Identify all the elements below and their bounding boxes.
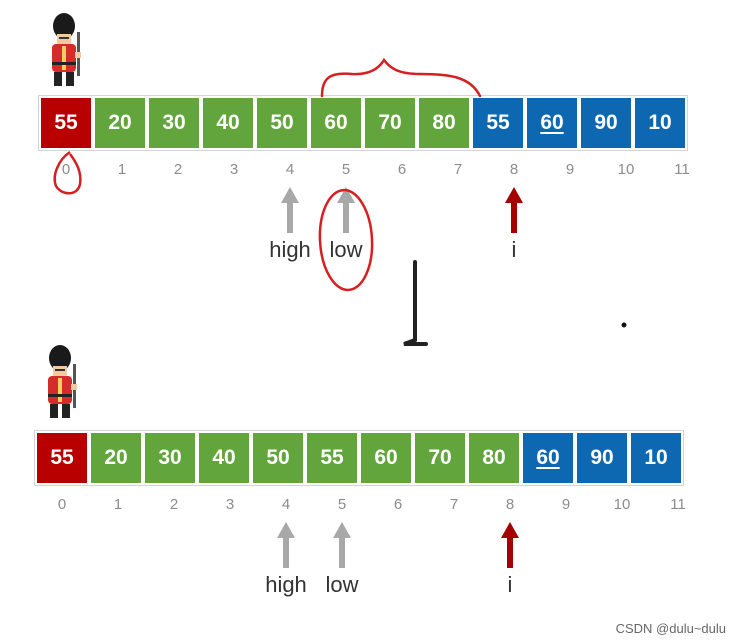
guard-icon — [44, 12, 88, 92]
bottom-array-cell: 10 — [631, 433, 681, 483]
top-array: 55 20 30 40 50 60 70 80 55 60 90 10 — [38, 95, 688, 151]
array-index-label: 4 — [261, 496, 311, 513]
pointer-label-high: high — [269, 237, 311, 263]
cell-value: 80 — [432, 111, 455, 135]
cell-value: 90 — [590, 446, 613, 470]
array-index-label: 11 — [657, 161, 707, 178]
top-array-cell: 10 — [635, 98, 685, 148]
top-array-cell: 55 — [41, 98, 91, 148]
cell-value: 70 — [428, 446, 451, 470]
cell-value: 40 — [216, 111, 239, 135]
pointer-label-i: i — [508, 572, 513, 598]
cell-value: 30 — [162, 111, 185, 135]
array-index-label: 3 — [209, 161, 259, 178]
cell-value: 55 — [486, 111, 509, 135]
arrow-up-icon — [500, 522, 520, 568]
cell-value: 90 — [594, 111, 617, 135]
top-array-cell: 60 — [311, 98, 361, 148]
top-array-cell: 50 — [257, 98, 307, 148]
array-index-label: 4 — [265, 161, 315, 178]
bottom-array-cell: 20 — [91, 433, 141, 483]
pointer-label-low: low — [325, 572, 358, 598]
bottom-array-cell: 40 — [199, 433, 249, 483]
top-array-cell: 20 — [95, 98, 145, 148]
bottom-array-cell: 30 — [145, 433, 195, 483]
top-array-cell: 30 — [149, 98, 199, 148]
cell-value: 80 — [482, 446, 505, 470]
array-index-label: 5 — [317, 496, 367, 513]
arrow-up-icon — [336, 187, 356, 233]
array-index-label: 10 — [597, 496, 647, 513]
array-index-label: 7 — [433, 161, 483, 178]
top-array-cell: 40 — [203, 98, 253, 148]
bottom-array-cell: 60 — [523, 433, 573, 483]
pointer-label-i: i — [512, 237, 517, 263]
bottom-array: 55 20 30 40 50 55 60 70 80 60 90 10 — [34, 430, 684, 486]
bottom-array-cell: 70 — [415, 433, 465, 483]
array-index-label: 0 — [41, 161, 91, 178]
cell-value: 50 — [266, 446, 289, 470]
cell-value: 20 — [104, 446, 127, 470]
arrow-up-icon — [280, 187, 300, 233]
watermark: CSDN @dulu~dulu — [616, 621, 726, 636]
guard-icon — [40, 344, 84, 424]
cell-value: 10 — [644, 446, 667, 470]
bottom-array-cell: 55 — [37, 433, 87, 483]
cell-value: 10 — [648, 111, 671, 135]
array-index-label: 10 — [601, 161, 651, 178]
array-index-label: 5 — [321, 161, 371, 178]
bottom-array-cell: 55 — [307, 433, 357, 483]
top-array-cell: 80 — [419, 98, 469, 148]
array-index-label: 6 — [377, 161, 427, 178]
cell-value: 60 — [324, 111, 347, 135]
pointer-label-high: high — [265, 572, 307, 598]
array-index-label: 0 — [37, 496, 87, 513]
top-array-cell: 90 — [581, 98, 631, 148]
arrow-up-icon — [276, 522, 296, 568]
array-index-label: 8 — [485, 496, 535, 513]
cell-value: 55 — [320, 446, 343, 470]
cell-value: 60 — [540, 111, 563, 135]
top-array-cell: 55 — [473, 98, 523, 148]
array-index-label: 3 — [205, 496, 255, 513]
cell-value: 40 — [212, 446, 235, 470]
bottom-array-cell: 90 — [577, 433, 627, 483]
top-array-cell: 70 — [365, 98, 415, 148]
cell-value: 30 — [158, 446, 181, 470]
array-index-label: 9 — [541, 496, 591, 513]
array-index-label: 6 — [373, 496, 423, 513]
cell-value: 50 — [270, 111, 293, 135]
cell-value: 55 — [54, 111, 77, 135]
array-index-label: 7 — [429, 496, 479, 513]
array-index-label: 2 — [149, 496, 199, 513]
bottom-array-cell: 80 — [469, 433, 519, 483]
array-index-label: 2 — [153, 161, 203, 178]
array-index-label: 1 — [93, 496, 143, 513]
array-index-label: 8 — [489, 161, 539, 178]
cell-value: 55 — [50, 446, 73, 470]
cell-value: 60 — [536, 446, 559, 470]
arrow-up-icon — [504, 187, 524, 233]
top-array-cell: 60 — [527, 98, 577, 148]
cell-value: 70 — [378, 111, 401, 135]
cell-value: 20 — [108, 111, 131, 135]
arrow-up-icon — [332, 522, 352, 568]
array-index-label: 9 — [545, 161, 595, 178]
cell-value: 60 — [374, 446, 397, 470]
pointer-label-low: low — [329, 237, 362, 263]
array-index-label: 11 — [653, 496, 703, 513]
bottom-array-cell: 60 — [361, 433, 411, 483]
array-index-label: 1 — [97, 161, 147, 178]
bottom-array-cell: 50 — [253, 433, 303, 483]
